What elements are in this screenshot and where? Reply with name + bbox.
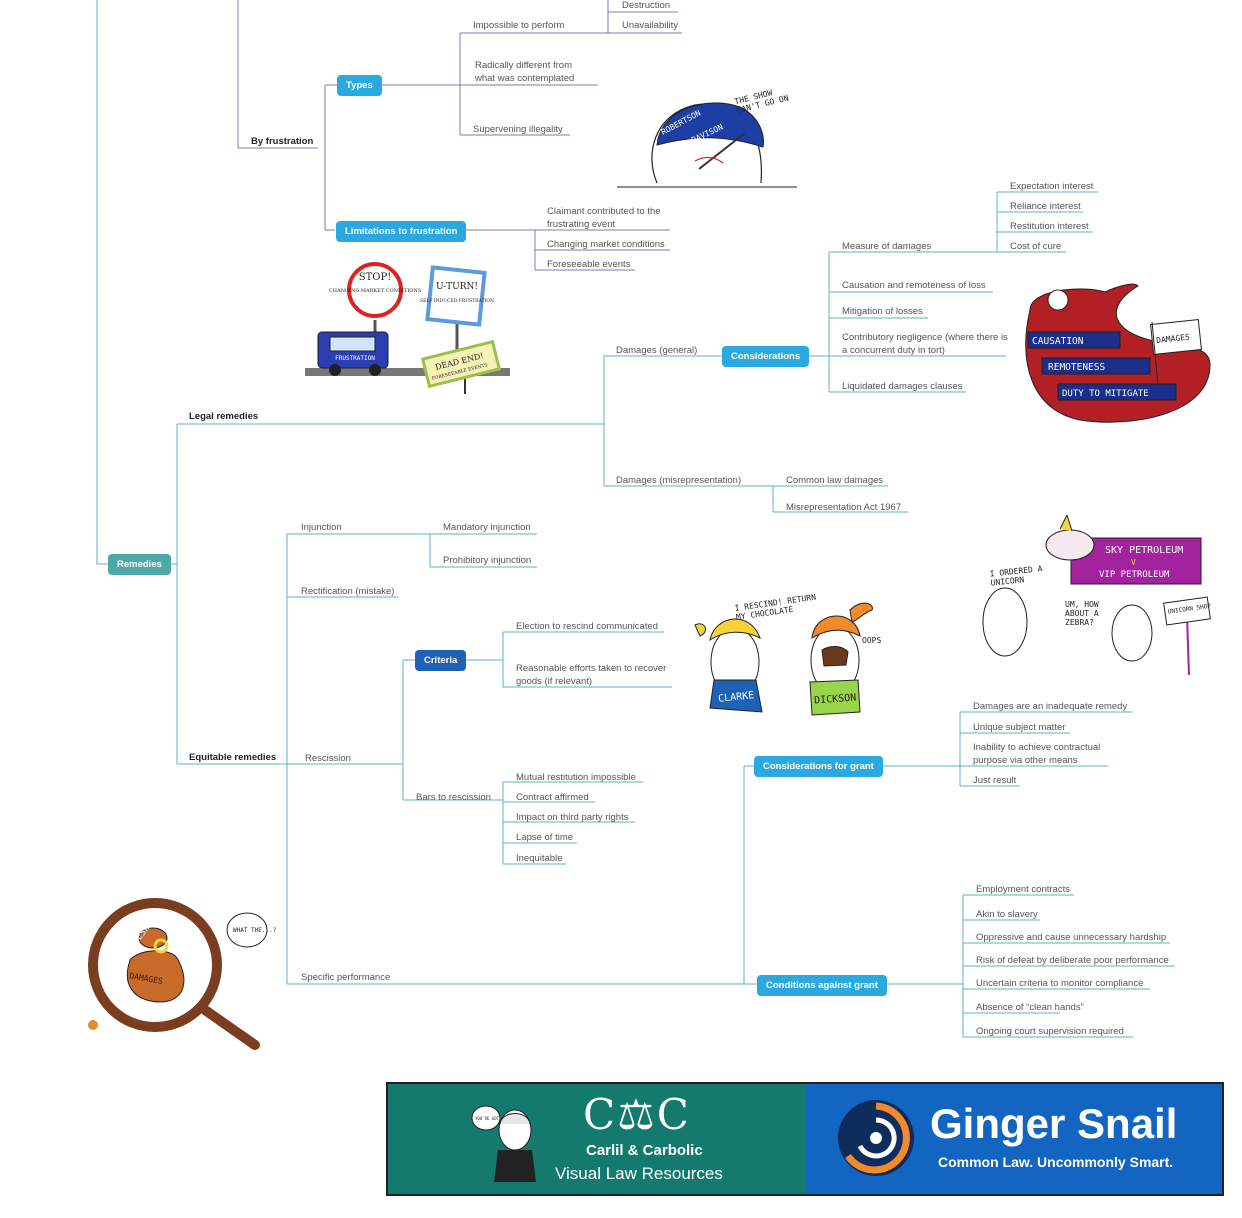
uturn-sign-sub: SELF INDUCED FRUSTRATION <box>420 298 494 304</box>
claimant-contributed-leaf: Claimant contributed to the frustrating … <box>547 206 661 230</box>
what-the-text: WHAT THE...? <box>233 927 277 934</box>
beswick-illustration: DAMAGES BESWICK BESWICK WHAT THE...? <box>88 898 277 1050</box>
clarke-dickson-illustration: CLARKE DICKSON <box>694 602 873 716</box>
limitations-node[interactable]: Limitations to frustration <box>336 221 467 242</box>
causation-remoteness-leaf: Causation and remoteness of loss <box>842 280 986 291</box>
cc-subtitle: Visual Law Resources <box>555 1164 723 1183</box>
dickson-label: DICKSON <box>814 693 857 707</box>
ongoing-supervision-leaf: Ongoing court supervision required <box>976 1026 1124 1037</box>
clean-hands-leaf: Absence of “clean hands” <box>976 1002 1084 1013</box>
misrep-act-leaf: Misrepresentation Act 1967 <box>786 502 902 513</box>
ginger-snail-tagline: Common Law. Uncommonly Smart. <box>938 1154 1174 1170</box>
inequitable-leaf: Inequitable <box>516 853 563 864</box>
vip-petroleum-title: VIP PETROLEUM <box>1099 570 1170 580</box>
causation-ribbon-illustration: CAUSATION REMOTENESS DUTY TO MITIGATE DA… <box>1025 283 1211 423</box>
ribbon-causation: CAUSATION <box>1032 336 1084 347</box>
judge-icon: YOU'VE GOT THIS! <box>471 1105 536 1182</box>
prohibitory-injunction-leaf: Prohibitory injunction <box>443 555 532 566</box>
unavailability-leaf: Unavailability <box>622 20 678 31</box>
road-signs-illustration: STOP! CHANGING MARKET CONDITIONS U-TURN!… <box>305 262 510 394</box>
cost-of-cure-leaf: Cost of cure <box>1010 241 1062 252</box>
sky-v: V <box>1131 558 1136 567</box>
contributory-negligence-leaf: Contributory negligence (where there is … <box>842 332 1008 356</box>
carlil-carbolic-panel: YOU'VE GOT THIS! C⚖C Carlil & Carbolic V… <box>388 1084 806 1194</box>
measure-of-damages-leaf: Measure of damages <box>842 241 932 252</box>
reasonable-efforts-leaf: Reasonable efforts taken to recover good… <box>516 663 667 687</box>
uturn-sign-title: U-TURN! <box>436 282 478 292</box>
expectation-interest-leaf: Expectation interest <box>1010 181 1094 192</box>
stop-sign-title: STOP! <box>359 272 391 283</box>
stop-sign-sub: CHANGING MARKET CONDITIONS <box>329 288 422 294</box>
supervening-illegality-leaf: Supervening illegality <box>473 124 563 135</box>
bars-to-rescission-leaf: Bars to rescission <box>416 792 491 803</box>
sky-petroleum-illustration: SKY PETROLEUM V VIP PETROLEUM UNICORN SH… <box>982 515 1212 676</box>
ribbon-remoteness: REMOTENESS <box>1048 362 1105 373</box>
zebra-speech: UM, HOW ABOUT A ZEBRA? <box>1065 600 1099 627</box>
sky-petroleum-title: SKY PETROLEUM <box>1105 545 1183 556</box>
legal-remedies-label: Legal remedies <box>189 411 259 422</box>
remedies-node[interactable]: Remedies <box>108 554 171 575</box>
damages-misrep-leaf: Damages (misrepresentation) <box>616 475 742 486</box>
damages-general-leaf: Damages (general) <box>616 345 698 356</box>
injunction-leaf: Injunction <box>301 522 342 533</box>
mitigation-leaf: Mitigation of losses <box>842 306 923 317</box>
considerations-node[interactable]: Considerations <box>722 346 810 367</box>
by-frustration-label: By frustration <box>251 136 314 147</box>
criteria-node[interactable]: Criteria <box>415 650 467 671</box>
radically-different-leaf: Radically different from what was contem… <box>475 60 575 84</box>
inadequate-remedy-leaf: Damages are an inadequate remedy <box>973 701 1128 712</box>
akin-to-slavery-leaf: Akin to slavery <box>976 909 1038 920</box>
contract-affirmed-leaf: Contract affirmed <box>516 792 589 803</box>
common-law-damages-leaf: Common law damages <box>786 475 884 486</box>
cc-logo: C⚖C <box>583 1090 691 1139</box>
employment-contracts-leaf: Employment contracts <box>976 884 1070 895</box>
footer-banner: YOU'VE GOT THIS! C⚖C Carlil & Carbolic V… <box>386 1082 1224 1196</box>
just-result-leaf: Just result <box>973 775 1017 786</box>
robertson-davison-illustration: ROBERTSON DAVISON <box>617 102 797 188</box>
ginger-snail-name: Ginger Snail <box>930 1100 1178 1147</box>
cc-name: Carlil & Carbolic <box>586 1142 703 1159</box>
lapse-of-time-leaf: Lapse of time <box>516 832 574 843</box>
equitable-remedies-label: Equitable remedies <box>189 752 277 763</box>
foreseeable-events-leaf: Foreseeable events <box>547 259 631 270</box>
dickson-speech: OOPS <box>862 636 882 645</box>
types-node[interactable]: Types <box>337 75 382 96</box>
impossible-to-perform: Impossible to perform <box>473 20 565 31</box>
oppressive-leaf: Oppressive and cause unnecessary hardshi… <box>976 932 1167 943</box>
ribbon-flag-damages: DAMAGES <box>1156 333 1191 345</box>
mandatory-injunction-leaf: Mandatory injunction <box>443 522 531 533</box>
rectification-leaf: Rectification (mistake) <box>301 586 395 597</box>
conditions-against-node[interactable]: Conditions against grant <box>757 975 887 996</box>
specific-performance-leaf: Specific performance <box>301 972 391 983</box>
judge-bubble-text: YOU'VE GOT THIS! <box>475 1116 514 1121</box>
third-party-leaf: Impact on third party rights <box>516 812 629 823</box>
reliance-interest-leaf: Reliance interest <box>1010 201 1081 212</box>
snail-logo-icon <box>838 1100 914 1176</box>
ribbon-duty: DUTY TO MITIGATE <box>1062 389 1149 399</box>
restitution-interest-leaf: Restitution interest <box>1010 221 1089 232</box>
risk-of-defeat-leaf: Risk of defeat by deliberate poor perfor… <box>976 955 1169 966</box>
considerations-grant-node[interactable]: Considerations for grant <box>754 756 883 777</box>
liquidated-damages-leaf: Liquidated damages clauses <box>842 381 963 392</box>
uncertain-criteria-leaf: Uncertain criteria to monitor compliance <box>976 978 1144 989</box>
changing-market-leaf: Changing market conditions <box>547 239 665 250</box>
ginger-snail-panel: Ginger Snail Common Law. Uncommonly Smar… <box>806 1084 1222 1194</box>
rescission-leaf: Rescission <box>305 753 351 764</box>
mutual-restitution-leaf: Mutual restitution impossible <box>516 772 636 783</box>
inability-leaf: Inability to achieve contractual purpose… <box>973 742 1101 766</box>
car-frustration-label: FRUSTRATION <box>335 355 375 362</box>
unique-subject-leaf: Unique subject matter <box>973 722 1066 733</box>
election-leaf: Election to rescind communicated <box>516 621 659 632</box>
clarke-label: CLARKE <box>718 690 755 705</box>
destruction-leaf: Destruction <box>622 0 671 11</box>
